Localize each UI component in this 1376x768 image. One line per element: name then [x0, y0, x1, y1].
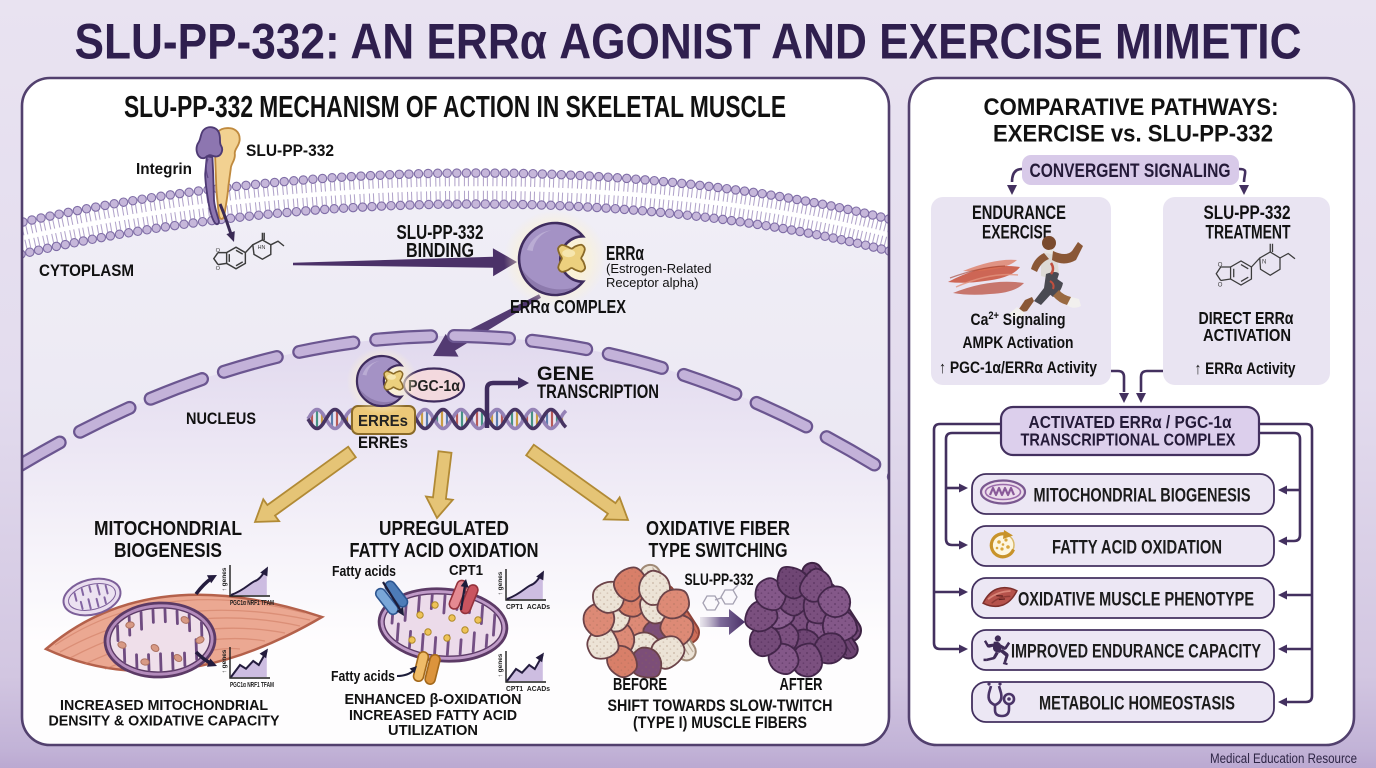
svg-text:EXERCISE: EXERCISE [982, 223, 1052, 244]
svg-text:N: N [1262, 259, 1266, 265]
svg-text:HN: HN [258, 245, 266, 251]
svg-text:MITOCHONDRIAL BIOGENESIS: MITOCHONDRIAL BIOGENESIS [1034, 486, 1251, 507]
svg-text:AFTER: AFTER [780, 674, 823, 694]
svg-text:ERRα COMPLEX: ERRα COMPLEX [510, 296, 627, 317]
svg-text:SLU-PP-332: SLU-PP-332 [246, 141, 334, 160]
svg-text:CONVERGENT SIGNALING: CONVERGENT SIGNALING [1030, 161, 1231, 182]
svg-text:OXIDATIVE MUSCLE PHENOTYPE: OXIDATIVE MUSCLE PHENOTYPE [1018, 590, 1254, 611]
svg-text:Fatty acids: Fatty acids [331, 668, 395, 685]
svg-text:ACTIVATION: ACTIVATION [1203, 325, 1291, 345]
svg-text:SLU-PP-332: SLU-PP-332 [1204, 203, 1291, 224]
svg-text:BEFORE: BEFORE [613, 674, 667, 694]
svg-text:DIRECT ERRα: DIRECT ERRα [1199, 308, 1294, 328]
svg-text:INCREASED FATTY ACID: INCREASED FATTY ACID [349, 707, 517, 724]
svg-text:BINDING: BINDING [406, 240, 474, 262]
svg-text:MITOCHONDRIAL: MITOCHONDRIAL [94, 518, 242, 540]
svg-text:FATTY ACID OXIDATION: FATTY ACID OXIDATION [350, 540, 539, 562]
svg-text:COMPARATIVE PATHWAYS:: COMPARATIVE PATHWAYS: [984, 94, 1279, 121]
svg-text:O: O [1218, 262, 1223, 268]
svg-text:EXERCISE vs. SLU-PP-332: EXERCISE vs. SLU-PP-332 [993, 121, 1273, 148]
svg-text:NUCLEUS: NUCLEUS [186, 409, 256, 428]
svg-text:↑ genes: ↑ genes [221, 567, 228, 591]
svg-text:↑ genes: ↑ genes [497, 653, 504, 677]
svg-text:SLU-PP-332 MECHANISM OF ACTION: SLU-PP-332 MECHANISM OF ACTION IN SKELET… [124, 89, 786, 124]
svg-text:PGC1α NRF1 TFAM: PGC1α NRF1 TFAM [230, 600, 274, 607]
svg-text:SLU-PP-332: AN ERRα AGONIST AN: SLU-PP-332: AN ERRα AGONIST AND EXERCISE… [75, 14, 1302, 70]
svg-text:CPT1: CPT1 [449, 562, 483, 579]
svg-text:TRANSCRIPTION: TRANSCRIPTION [537, 382, 659, 403]
svg-text:UTILIZATION: UTILIZATION [388, 722, 478, 739]
svg-text:Receptor alpha): Receptor alpha) [606, 275, 699, 290]
svg-text:Integrin: Integrin [136, 161, 192, 178]
svg-text:ENHANCED β-OXIDATION: ENHANCED β-OXIDATION [345, 691, 522, 708]
svg-text:O: O [216, 248, 221, 254]
svg-text:ERREs: ERREs [358, 433, 408, 452]
svg-text:GENE: GENE [537, 364, 594, 385]
svg-text:DENSITY & OXIDATIVE CAPACITY: DENSITY & OXIDATIVE CAPACITY [49, 713, 280, 730]
svg-text:SHIFT TOWARDS SLOW-TWITCH: SHIFT TOWARDS SLOW-TWITCH [608, 696, 833, 715]
svg-text:↑ PGC-1α/ERRα Activity: ↑ PGC-1α/ERRα Activity [939, 359, 1098, 377]
svg-text:↑ ERRα Activity: ↑ ERRα Activity [1195, 360, 1297, 378]
svg-text:SLU-PP-332: SLU-PP-332 [397, 222, 484, 244]
svg-text:TYPE SWITCHING: TYPE SWITCHING [649, 540, 788, 562]
svg-text:Fatty acids: Fatty acids [332, 563, 396, 580]
svg-text:PGC-1α: PGC-1α [408, 378, 460, 395]
svg-text:CYTOPLASM: CYTOPLASM [39, 261, 134, 280]
svg-text:O: O [1218, 283, 1223, 289]
svg-text:(Estrogen-Related: (Estrogen-Related [606, 261, 712, 276]
svg-text:↑ genes: ↑ genes [497, 571, 504, 595]
svg-text:INCREASED MITOCHONDRIAL: INCREASED MITOCHONDRIAL [60, 697, 268, 714]
svg-text:ENDURANCE: ENDURANCE [972, 203, 1066, 224]
svg-text:OXIDATIVE FIBER: OXIDATIVE FIBER [646, 518, 790, 540]
svg-text:TRANSCRIPTIONAL COMPLEX: TRANSCRIPTIONAL COMPLEX [1021, 430, 1236, 450]
svg-text:UPREGULATED: UPREGULATED [379, 518, 509, 540]
svg-text:ERRα: ERRα [606, 243, 644, 265]
svg-text:Ca2+ Signaling: Ca2+ Signaling [971, 310, 1066, 329]
svg-text:CPT1 ACADs: CPT1 ACADs [506, 686, 550, 693]
svg-text:ACTIVATED ERRα / PGC-1α: ACTIVATED ERRα / PGC-1α [1029, 412, 1232, 432]
svg-text:TREATMENT: TREATMENT [1206, 223, 1291, 244]
svg-text:↑ genes: ↑ genes [221, 649, 228, 673]
svg-text:CPT1 ACADs: CPT1 ACADs [506, 604, 550, 611]
svg-text:FATTY ACID OXIDATION: FATTY ACID OXIDATION [1052, 538, 1222, 559]
svg-text:METABOLIC HOMEOSTASIS: METABOLIC HOMEOSTASIS [1039, 694, 1235, 715]
svg-text:SLU-PP-332: SLU-PP-332 [685, 570, 754, 589]
svg-text:AMPK Activation: AMPK Activation [963, 334, 1074, 352]
svg-text:Medical Education Resource: Medical Education Resource [1210, 751, 1357, 766]
svg-text:(TYPE I) MUSCLE FIBERS: (TYPE I) MUSCLE FIBERS [633, 713, 807, 732]
svg-text:O: O [216, 266, 221, 272]
svg-text:IMPROVED ENDURANCE CAPACITY: IMPROVED ENDURANCE CAPACITY [1011, 642, 1261, 663]
svg-text:BIOGENESIS: BIOGENESIS [114, 540, 222, 562]
svg-text:PGC1α NRF1 TFAM: PGC1α NRF1 TFAM [230, 682, 274, 689]
svg-text:ERREs: ERREs [358, 413, 408, 430]
